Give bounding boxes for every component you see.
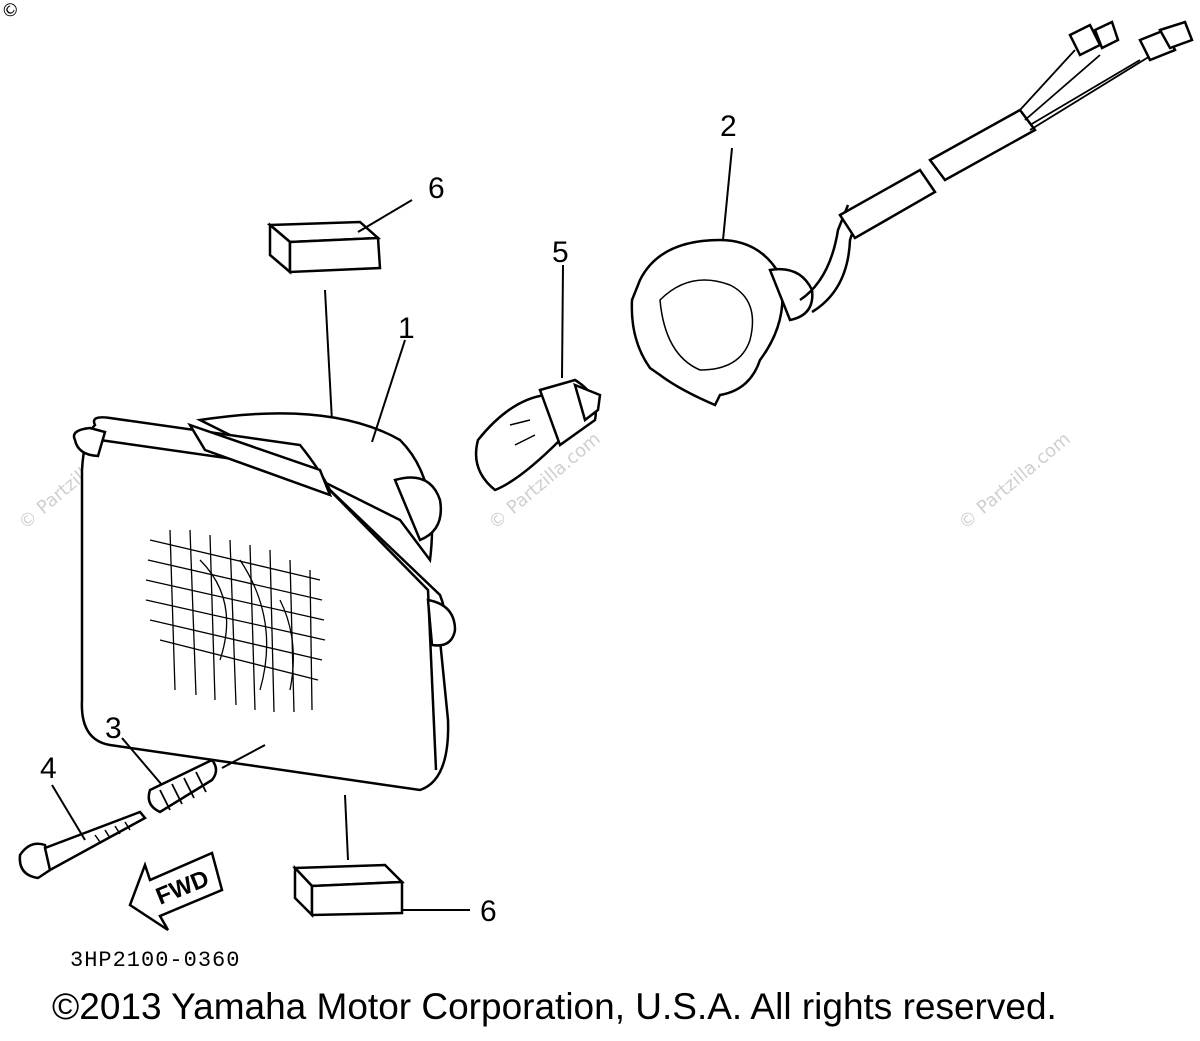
callout-4: 4 [40,752,57,785]
leader-6-to-lamp [324,289,334,441]
callout-3: 3 [105,712,122,745]
part-6-upper-pad[interactable] [266,220,382,275]
callout-6-upper: 6 [428,172,445,205]
leader-2 [722,147,733,241]
leader-5 [561,264,564,379]
leader-4 [51,784,86,841]
diagram-code: 3HP2100-0360 [70,948,240,973]
callout-6-lower: 6 [480,895,497,928]
part-2-socket-harness[interactable] [630,20,1194,407]
part-4-screw[interactable] [18,810,147,880]
callout-1: 1 [398,312,415,345]
leader-1 [371,339,406,443]
leader-3 [121,737,163,786]
part-5-bulb[interactable] [474,378,602,492]
callout-2: 2 [720,110,737,143]
fwd-arrow [128,851,224,932]
copyright-notice: ©2013 Yamaha Motor Corporation, U.S.A. A… [52,986,1057,1027]
part-6-lower-pad[interactable] [292,863,405,919]
part-3-spring[interactable] [147,758,218,814]
lens-pattern [145,529,326,713]
callout-5: 5 [552,236,569,269]
leader-6-upper [357,199,413,233]
leader-3-to-lamp [221,744,266,769]
part-1-headlight-housing[interactable] [72,412,457,792]
leader-6-lower-to-lamp [344,794,349,861]
watermark-3: © Partzilla.com [955,428,1075,533]
